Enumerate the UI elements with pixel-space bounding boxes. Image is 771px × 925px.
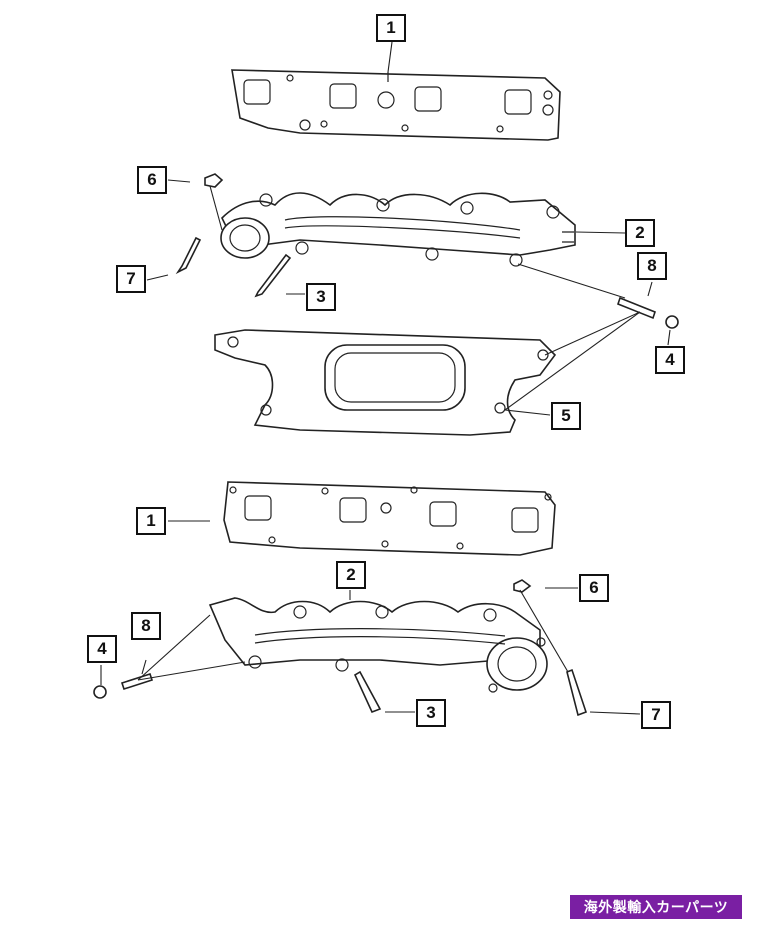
callout-lower-stud-small: 6 — [579, 574, 609, 602]
callout-upper-bolt-bottom: 3 — [306, 283, 336, 311]
lower-manifold-drawing — [208, 597, 548, 693]
heat-shield-drawing — [214, 329, 557, 436]
lower-fasteners — [93, 579, 588, 717]
watermark-banner: 海外製輸入カーパーツ — [570, 895, 742, 919]
callout-lower-manifold: 2 — [336, 561, 366, 589]
upper-manifold-drawing — [220, 192, 576, 267]
callout-upper-manifold: 2 — [625, 219, 655, 247]
callout-top-gasket: 1 — [376, 14, 406, 42]
callout-upper-bolt-left: 7 — [116, 265, 146, 293]
callout-lower-bolt-right: 7 — [641, 701, 671, 729]
callout-lower-bolt: 3 — [416, 699, 446, 727]
callout-lower-stud: 8 — [131, 612, 161, 640]
callout-upper-nut: 4 — [655, 346, 685, 374]
upper-fasteners — [175, 173, 679, 329]
leader-lines — [100, 41, 671, 715]
callout-heat-shield: 5 — [551, 402, 581, 430]
top-gasket-drawing — [231, 69, 561, 141]
callout-upper-stud: 8 — [637, 252, 667, 280]
lower-gasket-drawing — [223, 481, 556, 556]
callout-lower-gasket: 1 — [136, 507, 166, 535]
callout-upper-stud-small: 6 — [137, 166, 167, 194]
callout-lower-nut: 4 — [87, 635, 117, 663]
